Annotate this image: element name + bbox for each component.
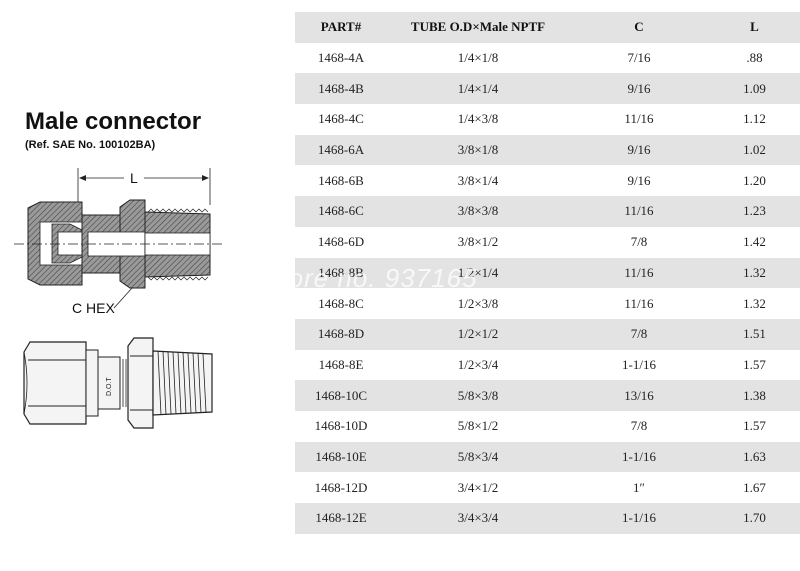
cell-l: 1.09: [743, 80, 766, 96]
cell-l: 1.63: [743, 448, 766, 464]
cell-l: 1.57: [743, 356, 766, 372]
cell-l: 1.20: [743, 172, 766, 188]
cell-part: 1468-10D: [314, 418, 368, 434]
cell-part: 1468-8E: [318, 356, 364, 372]
cell-c: 11/16: [624, 203, 654, 219]
cell-part: 1468-10E: [315, 448, 367, 464]
cell-c: 1-1/16: [622, 356, 656, 372]
header-l: L: [750, 19, 759, 35]
cell-tube-od: 3/8×3/8: [457, 203, 499, 219]
dimensions-table-container: PART# TUBE O.D×Male NPTF C L 1468-4A 1/4×…: [295, 12, 800, 534]
header-c: C: [634, 19, 644, 35]
product-panel: Male connector (Ref. SAE No. 100102BA) L: [0, 0, 290, 571]
table-row: 1468-10C 5/8×3/8 13/16 1.38: [295, 380, 800, 411]
cell-tube-od: 1/2×1/2: [457, 326, 499, 342]
cell-tube-od: 3/8×1/4: [457, 172, 499, 188]
cell-c: 7/16: [627, 50, 651, 66]
cell-l: .88: [746, 50, 763, 66]
cell-part: 1468-4C: [318, 111, 364, 127]
cell-l: 1.32: [743, 264, 766, 280]
cell-l: 1.57: [743, 418, 766, 434]
cell-tube-od: 3/4×3/4: [457, 510, 499, 526]
cell-c: 11/16: [624, 295, 654, 311]
table-row: 1468-12D 3/4×1/2 1″ 1.67: [295, 472, 800, 503]
table-row: 1468-6B 3/8×1/4 9/16 1.20: [295, 165, 800, 196]
cell-part: 1468-6B: [318, 172, 364, 188]
cell-tube-od: 3/8×1/2: [457, 234, 499, 250]
product-title: Male connector: [25, 108, 202, 135]
table-row: 1468-12E 3/4×3/4 1-1/16 1.70: [295, 503, 800, 534]
cell-tube-od: 5/8×3/8: [457, 387, 499, 403]
cell-l: 1.51: [743, 326, 766, 342]
hex-label: C HEX: [72, 300, 115, 316]
table-row: 1468-6A 3/8×1/8 9/16 1.02: [295, 134, 800, 166]
table-row: 1468-4A 1/4×1/8 7/16 .88: [295, 43, 800, 74]
dimension-l: L: [77, 168, 211, 205]
cross-section-view: C HEX: [14, 199, 222, 316]
cell-c: 13/16: [624, 387, 654, 403]
cell-part: 1468-6D: [317, 234, 365, 250]
header-part: PART#: [320, 19, 362, 35]
cell-l: 1.23: [743, 203, 766, 219]
table-row: 1468-4C 1/4×3/8 11/16 1.12: [295, 104, 800, 135]
table-row: 1468-8E 1/2×3/4 1-1/16 1.57: [295, 350, 800, 381]
cell-part: 1468-4A: [317, 50, 365, 66]
fitting-drawing: L C HEX: [14, 168, 222, 429]
cell-l: 1.12: [743, 111, 766, 127]
cell-c: 11/16: [624, 111, 654, 127]
cell-part: 1468-10C: [315, 387, 367, 403]
table-header-row: PART# TUBE O.D×Male NPTF C L: [295, 12, 800, 43]
cell-l: 1.70: [743, 510, 766, 526]
cell-c: 9/16: [627, 172, 651, 188]
cell-l: 1.67: [743, 479, 766, 495]
cell-tube-od: 3/8×1/8: [457, 142, 499, 158]
cell-part: 1468-8D: [317, 326, 365, 342]
cell-c: 9/16: [627, 80, 651, 96]
cell-part: 1468-8C: [318, 295, 364, 311]
cell-tube-od: 5/8×1/2: [457, 418, 499, 434]
cell-tube-od: 1/4×3/8: [457, 111, 499, 127]
cell-tube-od: 1/4×1/8: [457, 50, 499, 66]
cell-l: 1.02: [743, 142, 766, 158]
cell-tube-od: 1/2×3/8: [457, 295, 499, 311]
table-row: 1468-10E 5/8×3/4 1-1/16 1.63: [295, 441, 800, 473]
cell-l: 1.42: [743, 234, 766, 250]
table-row: 1468-10D 5/8×1/2 7/8 1.57: [295, 411, 800, 442]
cell-c: 1″: [633, 479, 645, 495]
cell-tube-od: 5/8×3/4: [457, 448, 499, 464]
cell-part: 1468-4B: [318, 80, 364, 96]
table-row: 1468-8B 1/2×1/4 11/16 1.32: [295, 257, 800, 289]
cell-l: 1.38: [743, 387, 766, 403]
cell-c: 1-1/16: [622, 448, 656, 464]
table-row: 1468-6C 3/8×3/8 11/16 1.23: [295, 196, 800, 227]
cell-tube-od: 3/4×1/2: [457, 479, 499, 495]
nut-marking: D.O.T: [106, 377, 113, 396]
cell-tube-od: 1/4×1/4: [457, 80, 499, 96]
cell-c: 9/16: [627, 142, 651, 158]
table-row: 1468-8D 1/2×1/2 7/8 1.51: [295, 318, 800, 350]
product-reference: (Ref. SAE No. 100102BA): [25, 139, 156, 151]
cell-tube-od: 1/2×3/4: [457, 356, 499, 372]
table-row: 1468-8C 1/2×3/8 11/16 1.32: [295, 288, 800, 319]
cell-c: 11/16: [624, 264, 654, 280]
header-tube-od: TUBE O.D×Male NPTF: [410, 19, 546, 35]
cell-tube-od: 1/2×1/4: [457, 264, 499, 280]
cell-part: 1468-6A: [317, 142, 365, 158]
table-row: 1468-6D 3/8×1/2 7/8 1.42: [295, 227, 800, 258]
cell-part: 1468-6C: [318, 203, 364, 219]
cell-c: 7/8: [630, 234, 648, 250]
cell-c: 7/8: [630, 418, 648, 434]
exterior-view: D.O.T: [23, 337, 213, 429]
cell-part: 1468-12D: [314, 479, 368, 495]
cell-c: 1-1/16: [622, 510, 656, 526]
cell-part: 1468-8B: [318, 264, 364, 280]
cell-part: 1468-12E: [315, 510, 367, 526]
table-row: 1468-4B 1/4×1/4 9/16 1.09: [295, 73, 800, 105]
cell-l: 1.32: [743, 295, 766, 311]
store-watermark: Store no. 937165: [262, 263, 478, 293]
cell-c: 7/8: [630, 326, 648, 342]
dimension-l-label: L: [130, 170, 138, 186]
dimensions-table: PART# TUBE O.D×Male NPTF C L 1468-4A 1/4×…: [295, 12, 800, 534]
